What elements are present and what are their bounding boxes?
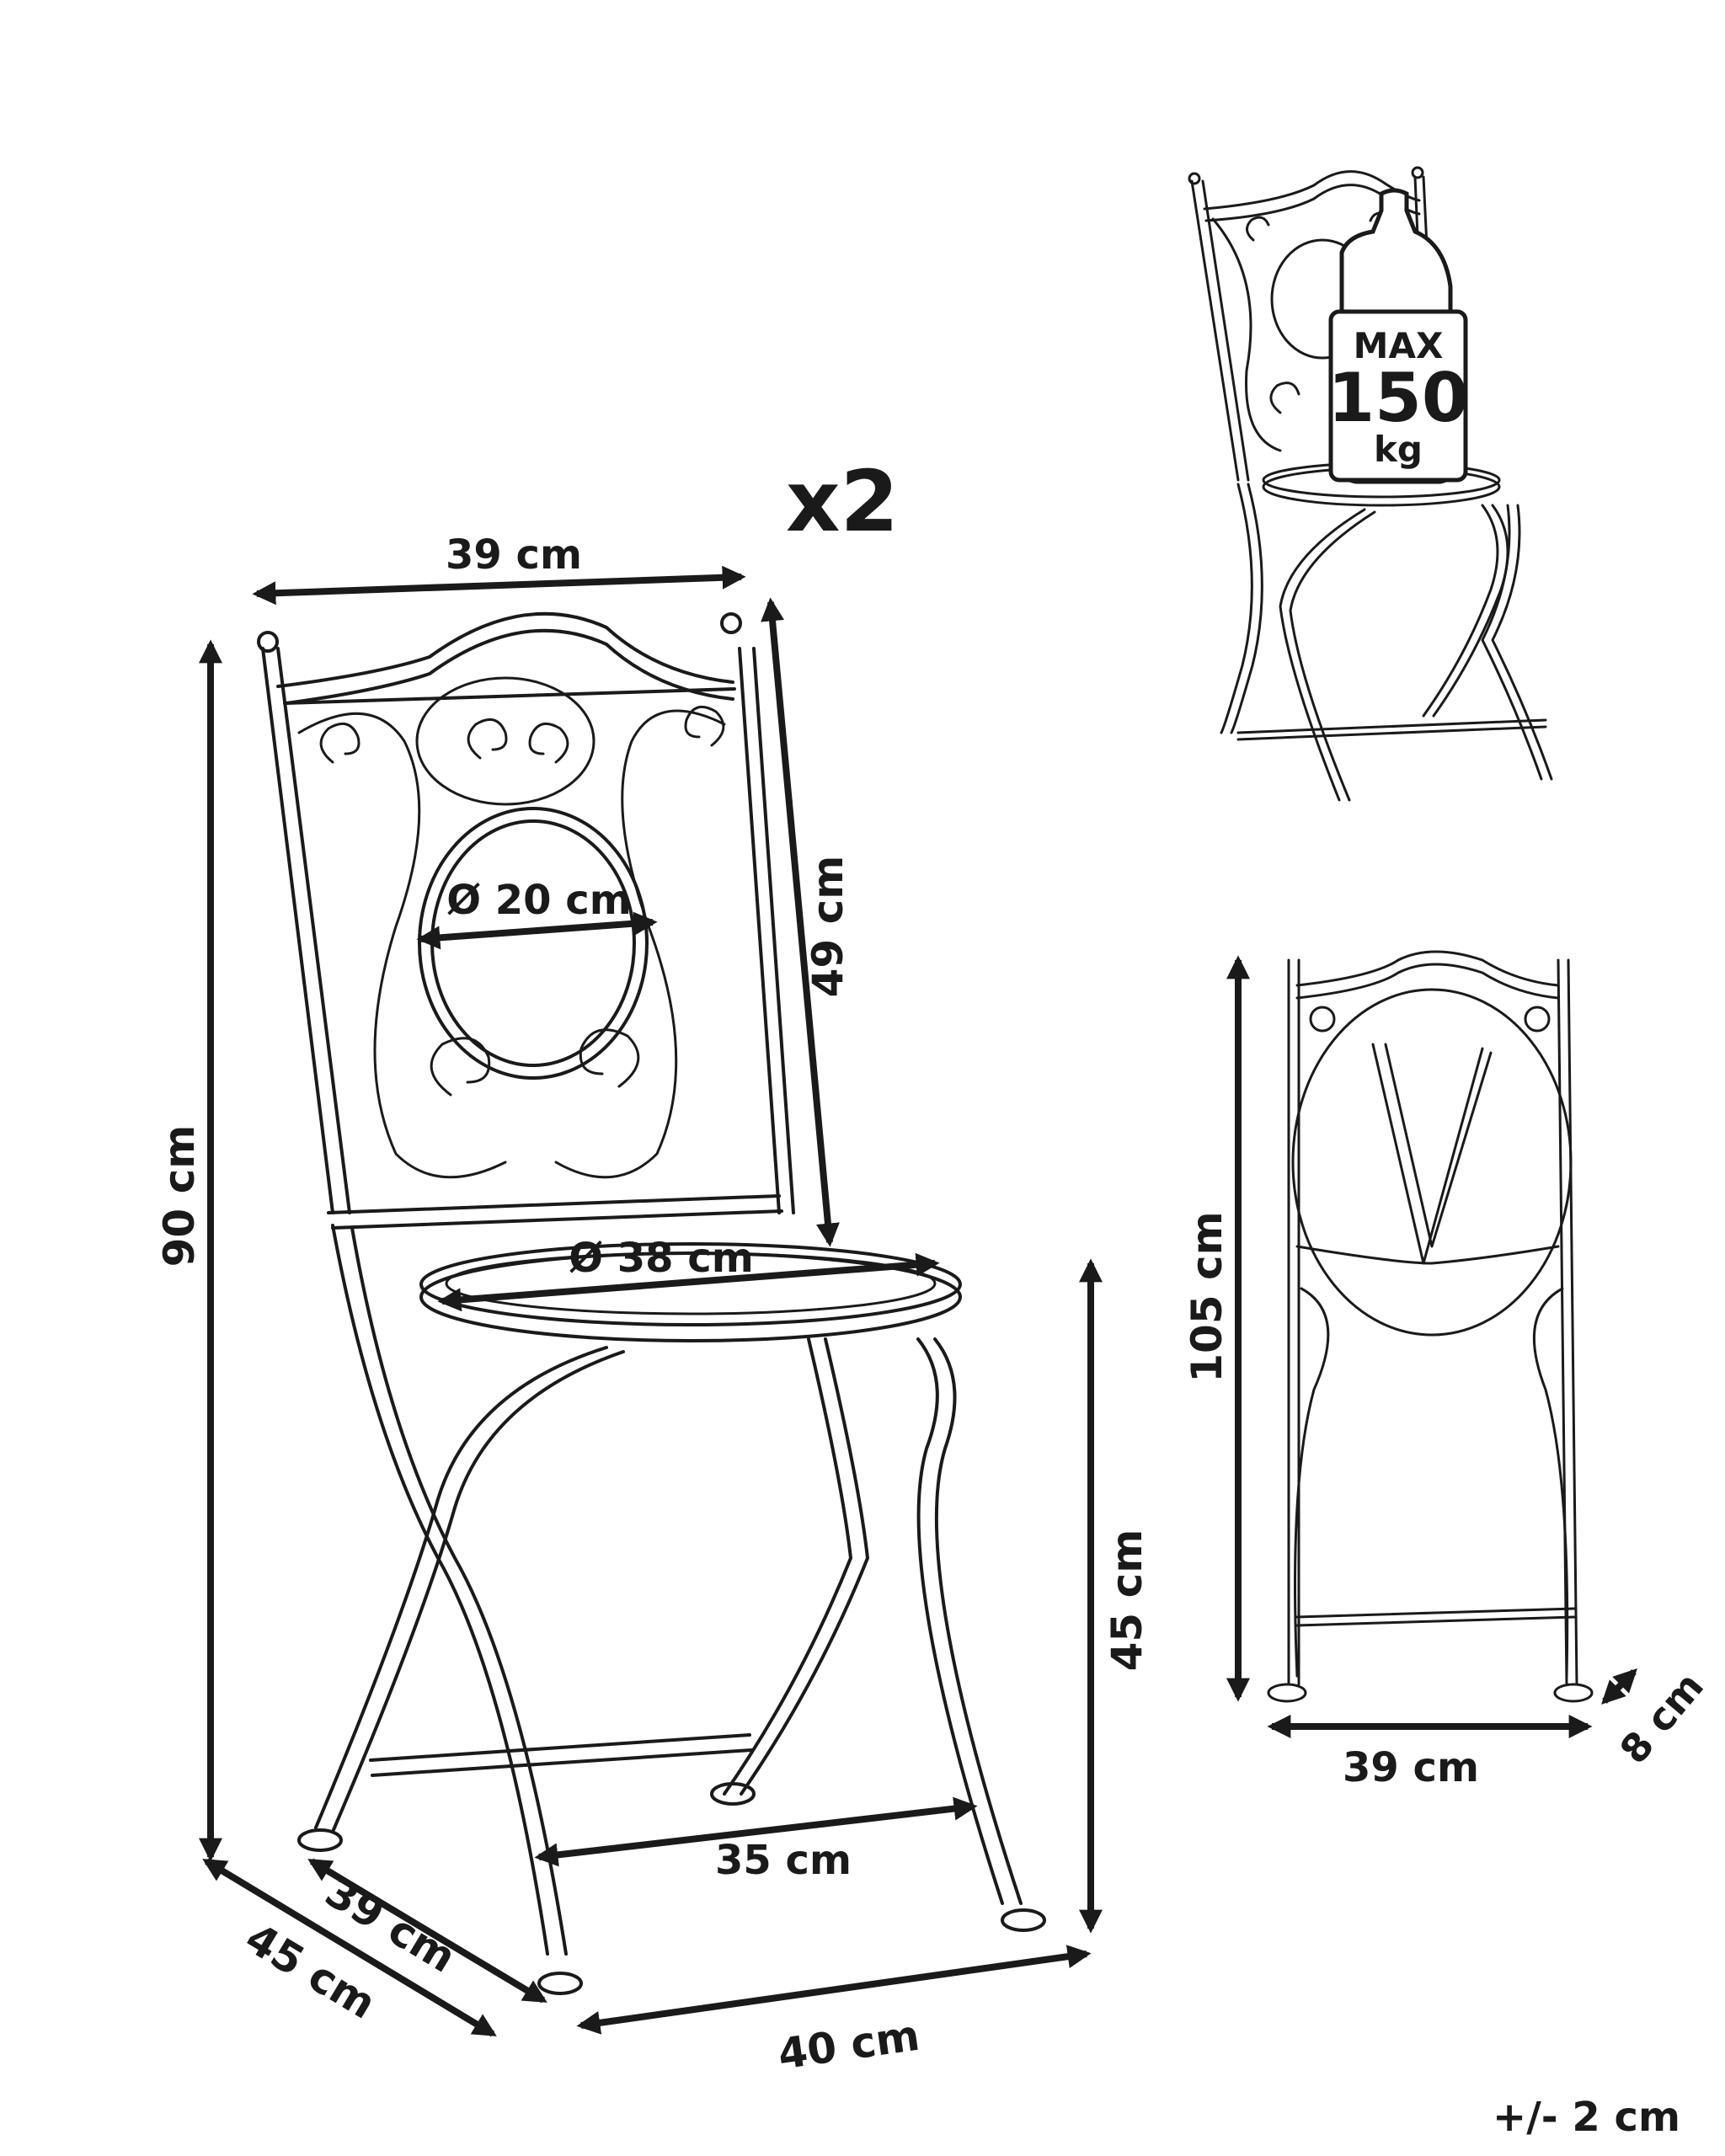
dim-line-folded-depth [1601, 1668, 1637, 1705]
backrest-width-label: 39 cm [446, 531, 582, 579]
folded-width-label: 39 cm [1343, 1744, 1479, 1791]
backrest-height-label: 49 cm [804, 856, 852, 998]
folded-height-label: 105 cm [1183, 1211, 1231, 1383]
total-height-label: 90 cm [155, 1125, 204, 1267]
weight-max-label: MAX [1354, 325, 1444, 366]
base-width-label: 40 cm [775, 2011, 922, 2079]
dim-line-seat-diameter [437, 1252, 940, 1312]
dim-line-depth-inner [307, 1858, 547, 2004]
dim-line-medallion [416, 911, 658, 950]
leg-span-label: 35 cm [715, 1837, 852, 1884]
folded-dimension-lines [1226, 955, 1637, 1738]
dim-line-base-width [576, 1945, 1092, 2035]
main-chair-drawing [257, 611, 1046, 1995]
folded-chair-drawing [1267, 950, 1594, 1703]
medallion-diameter-label: Ø 20 cm [446, 877, 632, 924]
seat-diameter-label: Ø 38 cm [569, 1235, 754, 1282]
main-dimension-lines [199, 565, 1103, 2037]
tolerance-label: +/- 2 cm [1493, 2094, 1680, 2141]
weight-value: 150 [1328, 359, 1469, 437]
weight-badge: MAX 150 kg [1328, 325, 1469, 470]
dim-line-backrest-height [761, 597, 840, 1247]
seat-height-label: 45 cm [1103, 1529, 1151, 1672]
quantity-label: x2 [786, 452, 899, 551]
dim-line-leg-span [534, 1796, 978, 1867]
load-chair-drawing [1188, 166, 1553, 802]
dim-line-backrest-width [252, 565, 746, 606]
weight-unit: kg [1374, 429, 1423, 470]
